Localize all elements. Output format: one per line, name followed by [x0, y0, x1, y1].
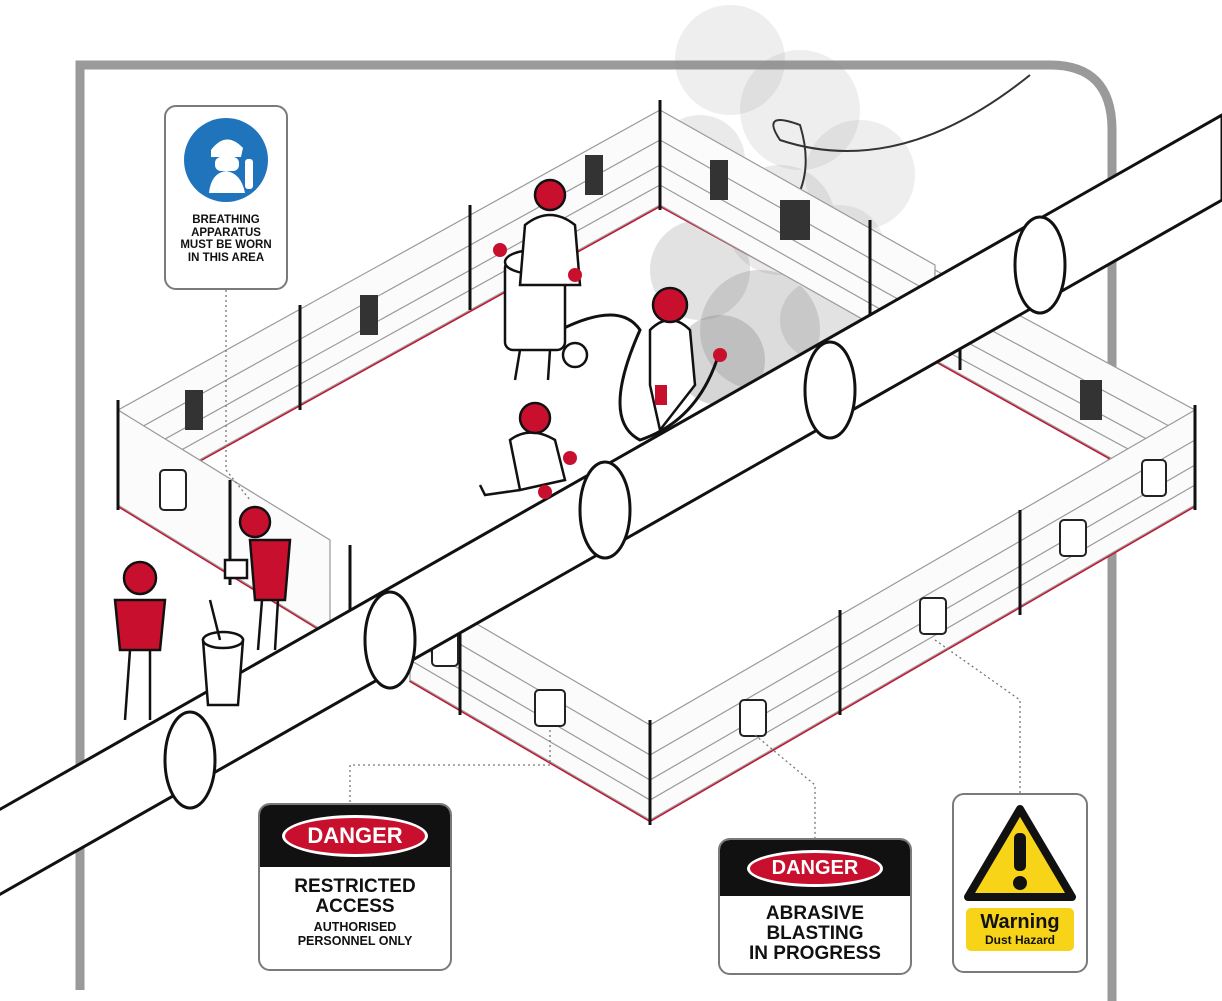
- warning-triangle-icon: [964, 803, 1076, 903]
- warning-label-box: Warning Dust Hazard: [966, 908, 1074, 951]
- abrasive-line-3: IN PROGRESS: [720, 944, 910, 964]
- restricted-access-sign: DANGER RESTRICTED ACCESS AUTHORISED PERS…: [258, 803, 452, 971]
- breathing-line-1: BREATHING: [166, 214, 286, 227]
- worker-kneeling: [480, 403, 577, 499]
- abrasive-line-2: BLASTING: [720, 924, 910, 944]
- restricted-title-line-2: ACCESS: [260, 897, 450, 917]
- abrasive-line-1: ABRASIVE: [720, 904, 910, 924]
- mixing-bucket: [203, 600, 243, 705]
- dust-hazard-warning-sign: Warning Dust Hazard: [952, 793, 1088, 973]
- breathing-apparatus-sign: BREATHING APPARATUS MUST BE WORN IN THIS…: [164, 105, 288, 290]
- breathing-line-3: MUST BE WORN: [166, 239, 286, 252]
- abrasive-blasting-sign: DANGER ABRASIVE BLASTING IN PROGRESS: [718, 838, 912, 975]
- danger-label: DANGER: [282, 815, 427, 857]
- breathing-line-2: APPARATUS: [166, 227, 286, 240]
- restricted-sub-line-1: AUTHORISED: [260, 921, 450, 935]
- danger-header-bar: DANGER: [260, 805, 450, 867]
- breathing-line-4: IN THIS AREA: [166, 252, 286, 265]
- warning-subtitle: Dust Hazard: [966, 933, 1074, 947]
- warning-title: Warning: [966, 911, 1074, 933]
- restricted-sub-line-2: PERSONNEL ONLY: [260, 935, 450, 949]
- danger-header-bar: DANGER: [720, 840, 910, 896]
- worker-mixer: [115, 562, 165, 720]
- restricted-title-line-1: RESTRICTED: [260, 877, 450, 897]
- danger-label: DANGER: [747, 850, 884, 887]
- breathing-apparatus-icon: [181, 115, 271, 205]
